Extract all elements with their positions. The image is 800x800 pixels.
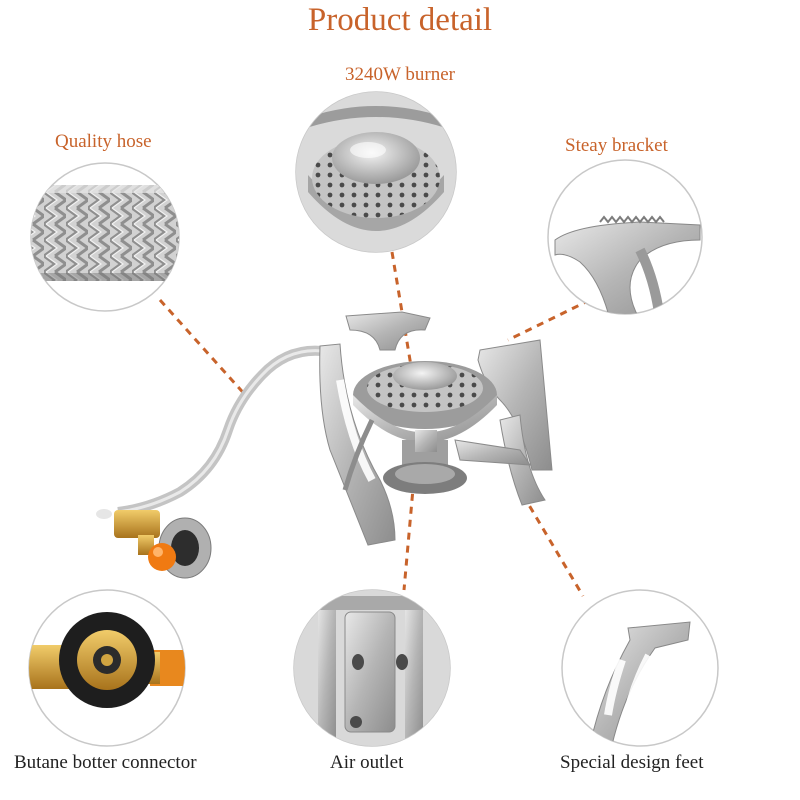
label-quality-hose: Quality hose (55, 131, 152, 152)
bracket-detail-circle (547, 159, 703, 315)
label-air-outlet: Air outlet (330, 752, 404, 773)
label-special-feet: Special design feet (560, 752, 704, 773)
label-bracket: Steay bracket (565, 135, 668, 156)
butane-connector-circle (28, 589, 186, 747)
page-title: Product detail (307, 2, 493, 38)
feet-detail-circle (561, 589, 719, 747)
label-burner: 3240W burner (345, 64, 455, 85)
hose-detail-circle (30, 162, 180, 312)
burner-detail-circle (295, 91, 457, 253)
stove-main (96, 311, 553, 579)
leader-lines (158, 251, 591, 597)
air-outlet-circle (293, 589, 451, 747)
label-butane-connector: Butane botter connector (14, 752, 197, 773)
